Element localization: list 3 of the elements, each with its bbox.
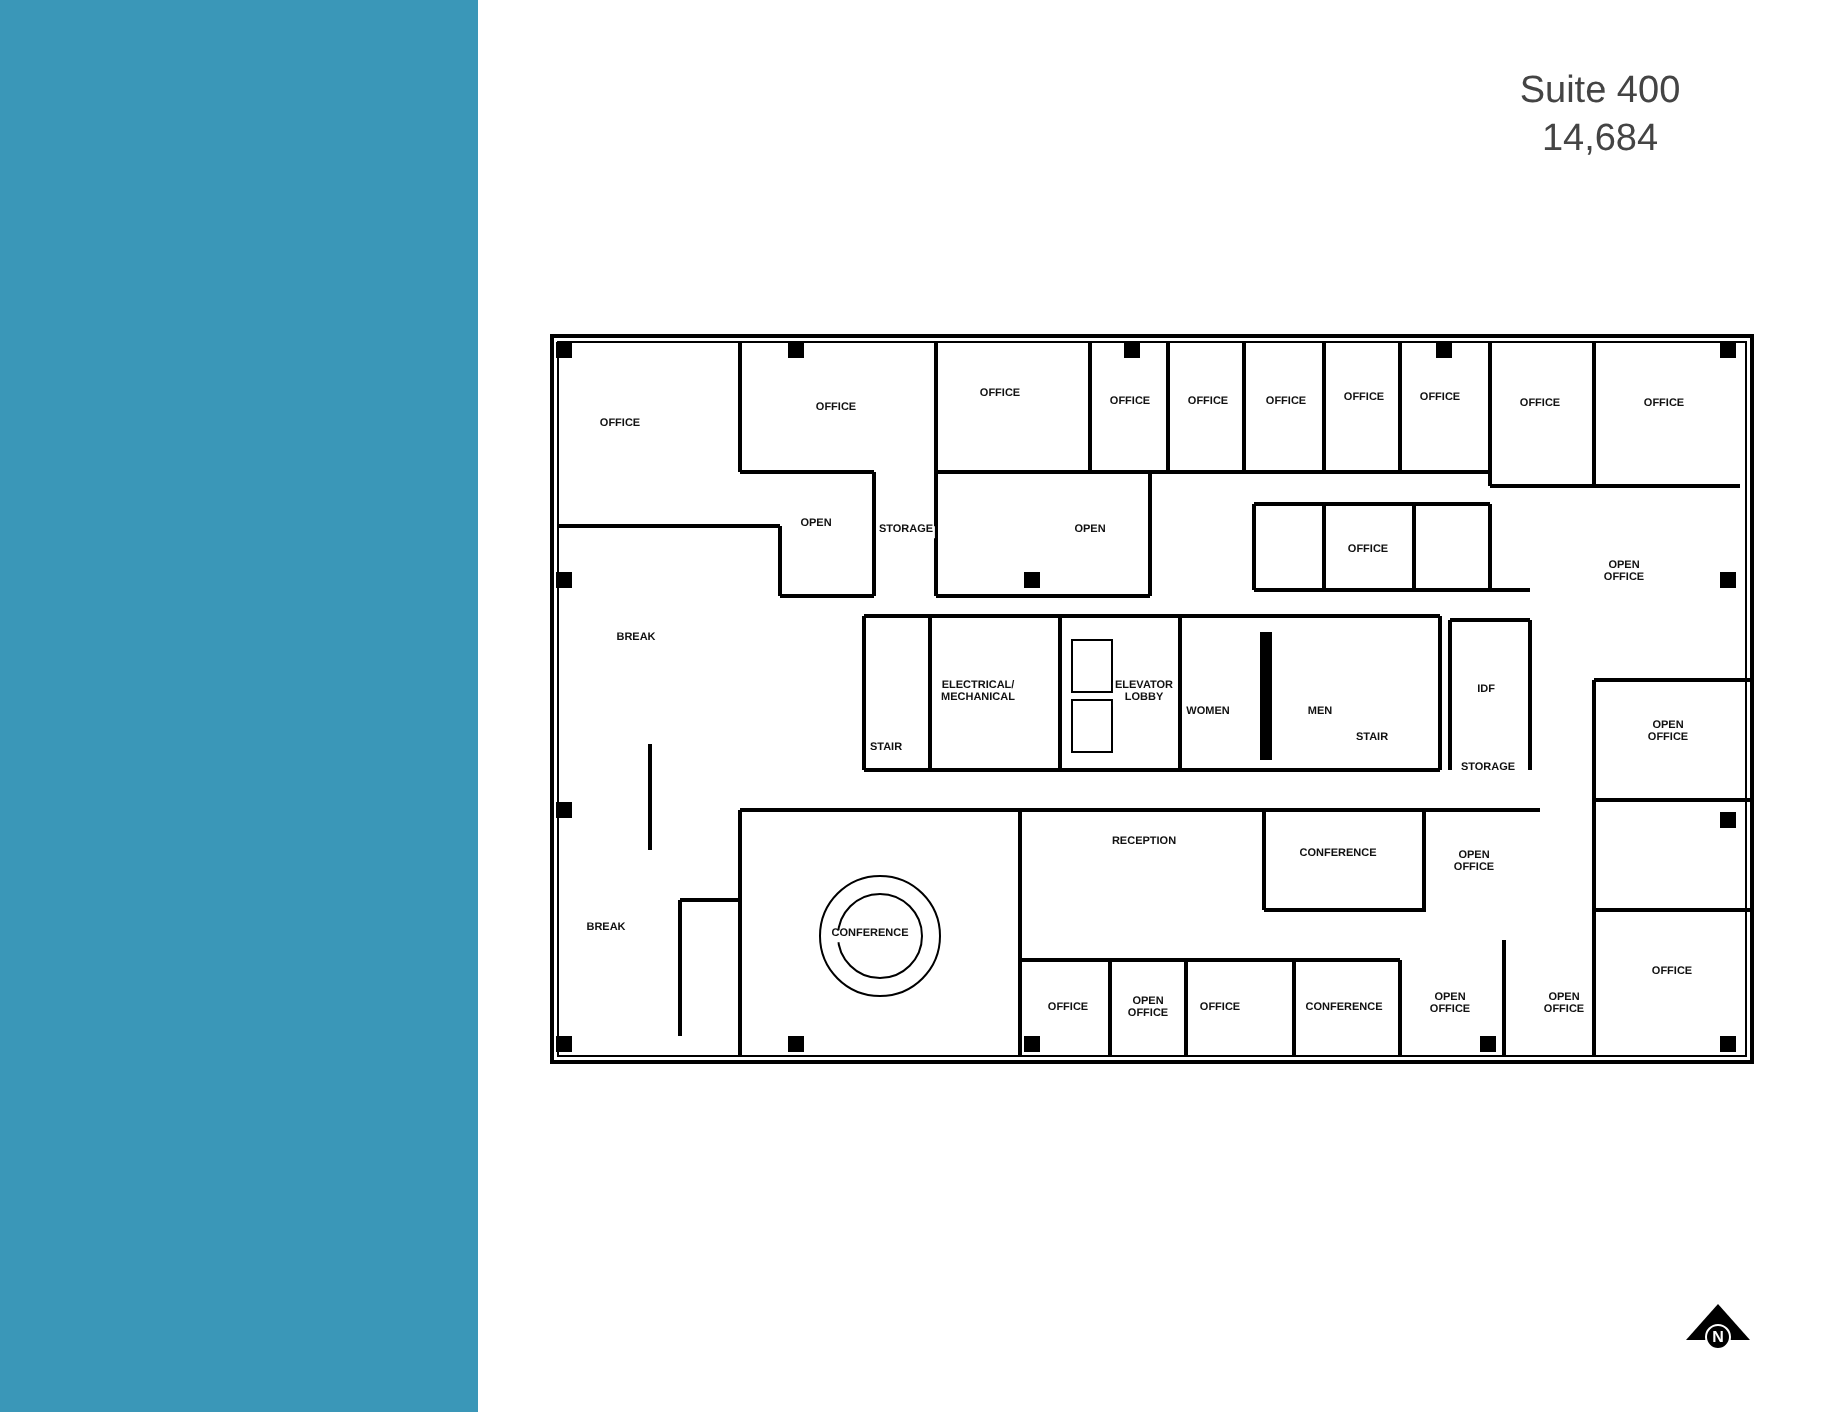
square-footage: 14,684 [1539,120,1661,158]
north-label: N [1705,1324,1731,1350]
suite-number: Suite 400 [1517,72,1683,110]
